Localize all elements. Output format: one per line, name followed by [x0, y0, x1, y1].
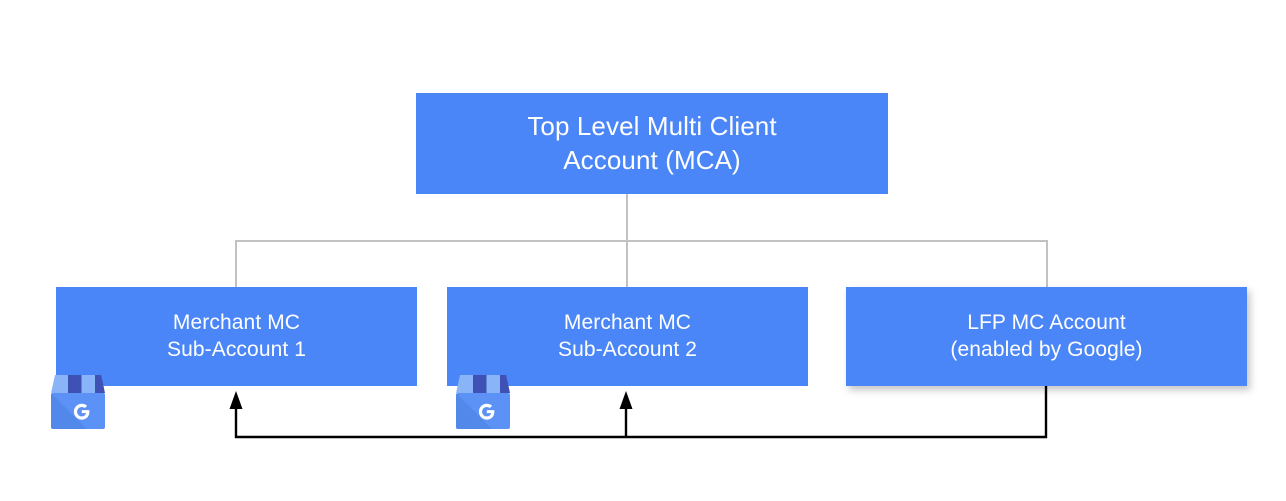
connector-drop-lfp	[1046, 240, 1048, 288]
node-lfp-mc-account-label: LFP MC Account (enabled by Google)	[950, 310, 1143, 361]
feedback-arrowhead-sub2	[619, 391, 633, 409]
google-my-business-storefront-icon	[51, 375, 105, 429]
node-top-level-mca[interactable]: Top Level Multi Client Account (MCA)	[416, 93, 888, 194]
node-top-level-mca-label: Top Level Multi Client Account (MCA)	[527, 111, 777, 175]
node-lfp-mc-account[interactable]: LFP MC Account (enabled by Google)	[846, 287, 1247, 386]
feedback-arrow-path-sub1	[234, 386, 1048, 439]
connector-horizontal-bus	[235, 240, 1048, 242]
connector-drop-sub1	[235, 240, 237, 288]
google-my-business-storefront-icon	[456, 375, 510, 429]
storefront-shade	[51, 393, 87, 429]
node-merchant-sub-account-1-label: Merchant MC Sub-Account 1	[166, 310, 307, 361]
google-g-letter	[73, 403, 90, 420]
node-merchant-sub-account-1[interactable]: Merchant MC Sub-Account 1	[56, 287, 417, 386]
connector-mca-stem	[626, 194, 628, 242]
feedback-arrowhead-sub1	[229, 391, 243, 409]
node-merchant-sub-account-2[interactable]: Merchant MC Sub-Account 2	[447, 287, 808, 386]
connector-drop-sub2	[626, 240, 628, 288]
node-merchant-sub-account-2-label: Merchant MC Sub-Account 2	[557, 310, 698, 361]
